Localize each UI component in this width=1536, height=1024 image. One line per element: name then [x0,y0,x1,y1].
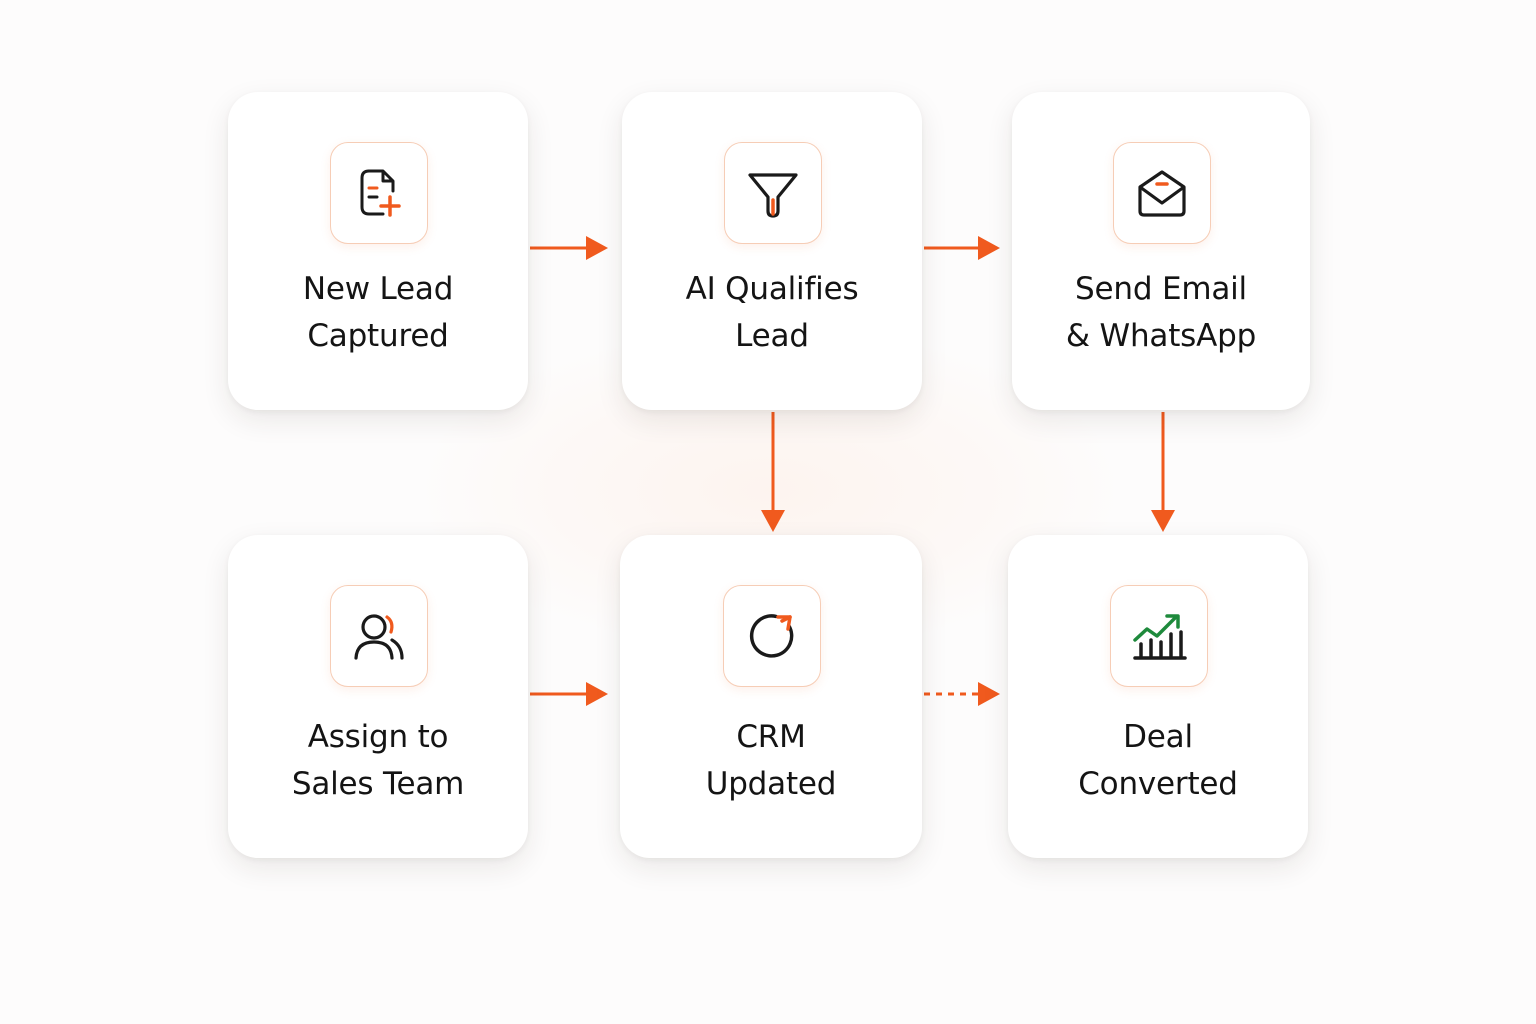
edge-new-lead-to-ai-qualifies [530,236,608,260]
node-crm-updated[interactable]: CRM Updated [620,535,922,858]
node-label-line: Updated [705,766,837,802]
node-label-line: Send Email [1075,271,1247,307]
node-label-line: Deal [1123,719,1193,755]
node-label-line: & WhatsApp [1065,318,1257,354]
node-label: AI Qualifies Lead [622,266,922,360]
refresh-icon [723,585,821,687]
funnel-icon [724,142,822,244]
node-label: Assign to Sales Team [228,714,528,808]
users-icon [330,585,428,687]
node-new-lead[interactable]: New Lead Captured [228,92,528,410]
node-label-line: Captured [307,318,449,354]
node-label-line: Sales Team [291,766,465,802]
node-label-line: AI Qualifies [685,271,859,307]
node-assign-sales[interactable]: Assign to Sales Team [228,535,528,858]
growth-chart-icon [1110,585,1208,687]
node-deal-converted[interactable]: Deal Converted [1008,535,1308,858]
edge-crm-updated-to-deal-converted [924,682,1000,706]
node-label-line: Lead [735,318,809,354]
node-ai-qualifies[interactable]: AI Qualifies Lead [622,92,922,410]
node-label: Deal Converted [1008,714,1308,808]
edge-send-email-to-deal-converted [1151,412,1175,532]
document-plus-icon [330,142,428,244]
node-send-email[interactable]: Send Email & WhatsApp [1012,92,1310,410]
edge-ai-qualifies-to-send-email [924,236,1000,260]
edge-assign-sales-to-crm-updated [530,682,608,706]
node-label-line: CRM [736,719,806,755]
envelope-icon [1113,142,1211,244]
node-label-line: Converted [1078,766,1238,802]
node-label-line: New Lead [302,271,454,307]
edge-ai-qualifies-to-crm-updated [761,412,785,532]
node-label-line: Assign to [307,719,449,755]
node-label: Send Email & WhatsApp [1012,266,1310,360]
node-label: CRM Updated [620,714,922,808]
node-label: New Lead Captured [228,266,528,360]
